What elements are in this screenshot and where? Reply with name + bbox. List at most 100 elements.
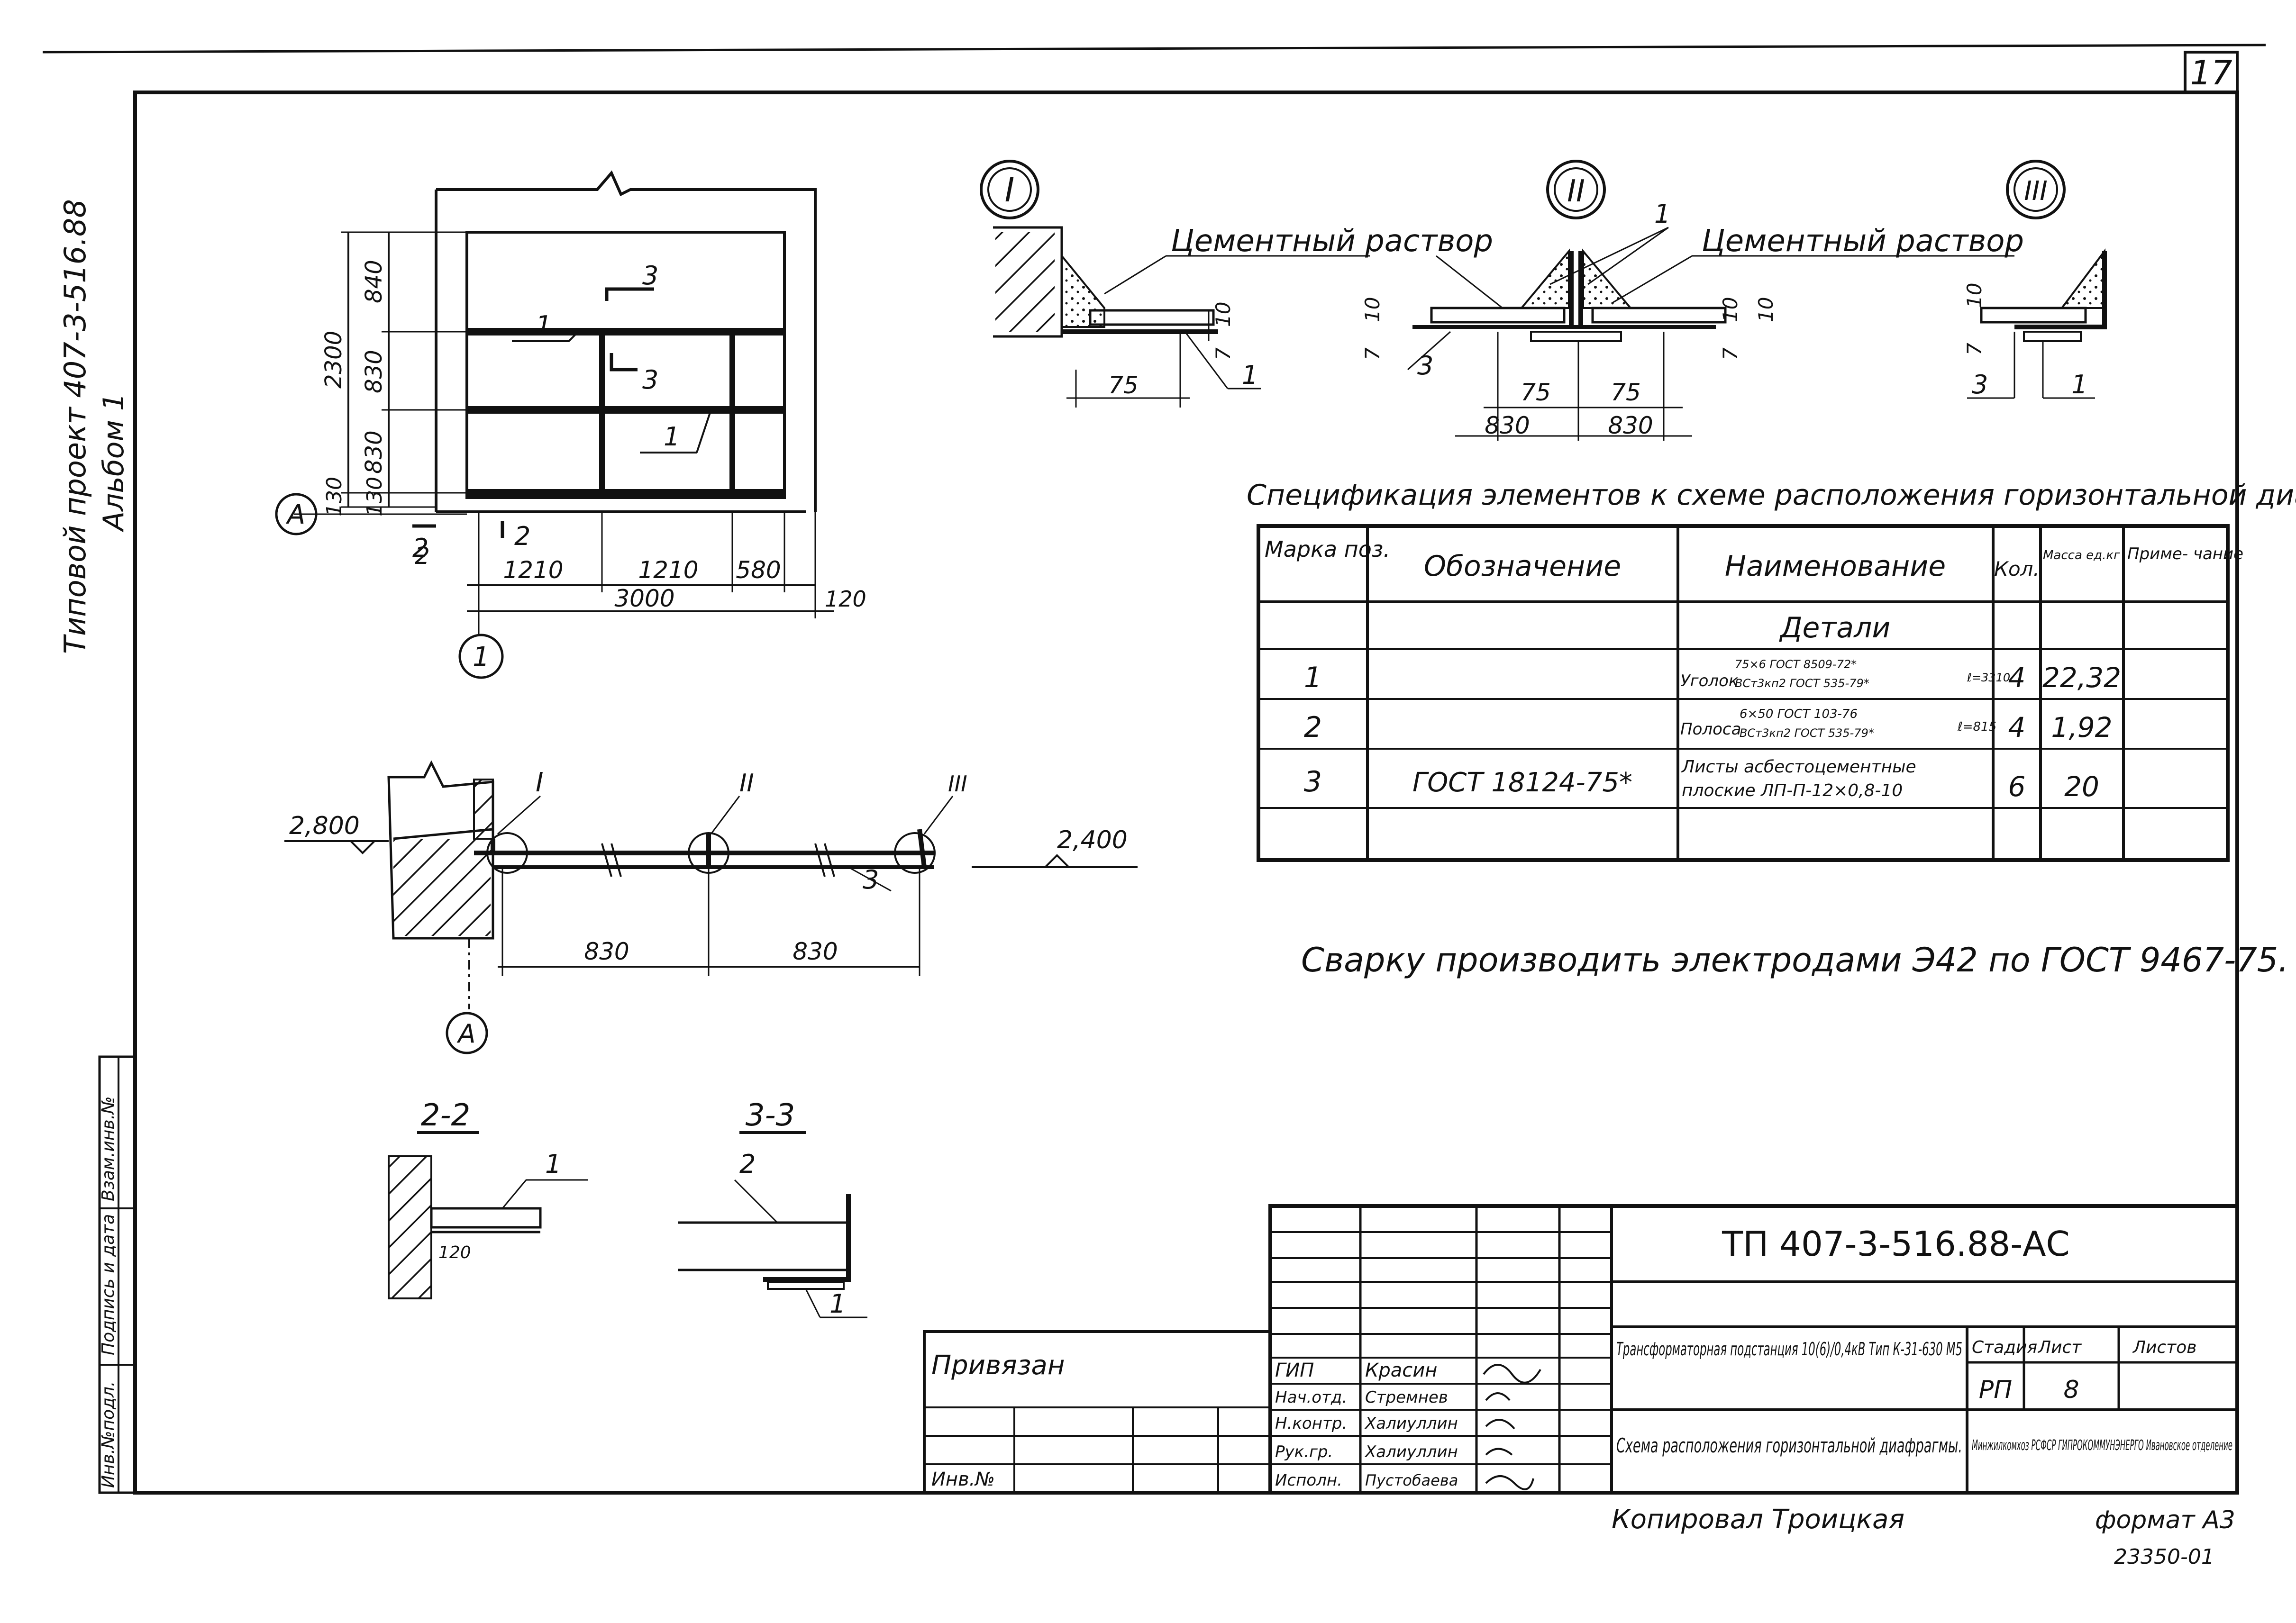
small-sections [388,1131,867,1318]
section-node-iii [894,832,936,874]
page-number: 17 [2190,54,2232,92]
detail-callout-1a: 1 [1242,360,1258,390]
section-callout-3: 3 [863,865,879,895]
plan-callout-1b: 1 [664,422,680,452]
detail-dim-830b: 830 [1608,412,1653,439]
sheet-name: Схема расположения горизонтальной диафра… [1616,1434,1962,1457]
detail-dim-830a: 830 [1485,412,1530,439]
welding-note: Сварку производить электродами Э42 по ГО… [1301,941,2289,979]
stamp-podpis: Подпись и дата [99,1214,118,1355]
spec-row3-mark: 3 [1304,765,1322,798]
stamp-inv-podl: Инв.№подл. [99,1381,118,1488]
axis-a-label: А [286,499,305,530]
section-node-i [486,832,528,874]
spec-table-grid [1257,524,2230,862]
spec-row2-name-bottom: ВСт3кп2 ГОСТ 535-79* [1740,726,1874,740]
spec-row1-mass: 22,32 [2042,662,2121,694]
copied-by: Копировал Троицкая [1612,1504,1904,1535]
section-roman-ii: II [739,769,754,798]
plan-dim-840: 840 [361,260,387,303]
spec-header-mark: Марка поз. [1265,536,1390,562]
sheet-value: 8 [2063,1376,2079,1404]
section-3-3-callout-1: 1 [829,1289,846,1319]
organization: Минжилкомхоз РСФСР ГИПРОКОММУНЭНЕРГО Ива… [1972,1437,2232,1454]
detail-iii-label: III [2024,176,2048,207]
detail-callout-1c: 1 [2071,370,2087,399]
spec-row2-name-top: 6×50 ГОСТ 103-76 [1740,707,1858,721]
detail-drawings [993,226,2107,441]
detail-callout-1b: 1 [1654,199,1670,229]
detail-callout-3c: 3 [1972,370,1988,399]
plan-view [294,170,834,635]
spec-row1-name-len: ℓ=3310 [1967,671,2010,684]
role-5: Исполн. [1275,1471,1342,1490]
plan-dim-1210a: 1210 [503,556,563,584]
role-3: Н.контр. [1275,1414,1347,1433]
cross-section [284,760,1138,1009]
mortar-label-1: Цементный раствор [1171,224,1493,259]
spec-row3-mass: 20 [2064,771,2099,803]
detail-ii-marker [1546,160,1606,219]
section-node-ii [688,832,729,874]
spec-row1-qty: 4 [2008,662,2026,694]
detail-callout-3b: 3 [1417,351,1433,381]
plan-dim-580: 580 [736,556,781,584]
spec-row3-name-main: Листы асбестоцементные [1681,757,1916,777]
stage-label: Стадия [1972,1338,2037,1357]
spec-row1-mark: 1 [1304,661,1322,694]
name-3: Халиуллин [1364,1414,1458,1433]
plan-dim-830a: 830 [361,350,387,393]
side-title: Типовой проект 407-3-516.88 [58,199,92,654]
axis-1-marker [458,634,504,679]
stamp-vzam-inv: Взам.инв.№ [99,1096,118,1201]
plan-dim-3000: 3000 [614,585,674,612]
sheets-label: Листов [2132,1338,2196,1357]
detail-dim-7d: 7 [1963,343,1986,355]
plan-section-mark-3b: 3 [642,365,658,395]
spec-group-label: Детали [1779,611,1891,644]
spec-header-mass: Масса ед.кг [2043,548,2120,562]
plan-section-mark-2b: 2 [514,521,530,551]
title-block-grid [923,1204,2239,1495]
detail-dim-7a: 7 [1212,347,1235,360]
inv-label: Инв.№ [931,1469,995,1490]
sheet-label: Лист [2037,1338,2082,1357]
section-dim-830b: 830 [793,938,838,965]
spec-row1-name-main: Уголок [1680,671,1739,690]
sheet-format: формат А3 [2095,1506,2235,1534]
detail-dim-7c: 7 [1719,347,1742,360]
detail-dim-75c: 75 [1611,379,1641,406]
spec-header-qty: Кол. [1994,557,2040,580]
spec-row2-name-len: ℓ=815 [1957,720,1996,734]
detail-dim-7b: 7 [1361,347,1384,360]
section-axis-label: А [457,1019,476,1049]
stage-value: РП [1979,1376,2012,1404]
name-5: Пустобаева [1365,1471,1458,1489]
detail-dim-10b: 10 [1361,297,1384,322]
axis-a-marker [275,493,318,535]
name-4: Халиуллин [1364,1442,1458,1461]
plan-dim-130a: 130 [322,477,346,517]
spec-row3-name-top: плоские ЛП-П-12×0,8-10 [1682,781,1903,800]
axis-1-label: 1 [473,642,490,672]
plan-dim-120: 120 [825,586,866,612]
section-2-2-dim: 120 [438,1243,471,1262]
project-name: Трансформаторная подстанция 10(6)/0,4кВ … [1616,1339,1962,1360]
spec-row2-mass: 1,92 [2051,711,2112,743]
role-4: Рук.гр. [1275,1442,1333,1461]
detail-dim-75b: 75 [1521,379,1551,406]
section-dim-830a: 830 [584,938,629,965]
detail-i-label: I [1005,171,1015,209]
archive-number: 23350-01 [2114,1545,2214,1569]
spec-row2-qty: 4 [2008,711,2026,743]
plan-dim-2300: 2300 [320,331,347,389]
section-2-2-title: 2-2 [421,1098,471,1133]
mortar-label-2: Цементный раствор [1702,224,2024,259]
side-album: Альбом 1 [97,393,130,533]
bound-label: Привязан [931,1350,1065,1381]
detail-dim-10c: 10 [1754,297,1777,322]
spec-row3-qty: 6 [2008,771,2026,803]
spec-title: Спецификация элементов к схеме расположе… [1247,479,2296,512]
section-roman-i: I [536,767,544,798]
